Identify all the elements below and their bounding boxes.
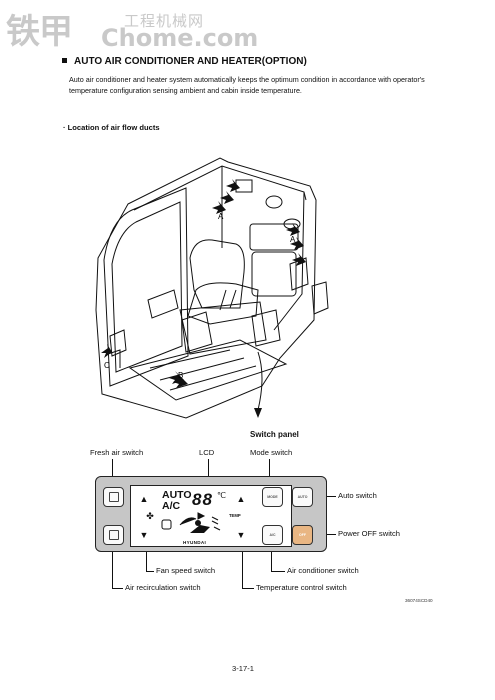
- lcd-vent-icon: [179, 512, 206, 526]
- figure-code: 36074SCD40: [405, 598, 433, 603]
- airflow-letter-a2: A: [290, 235, 296, 244]
- label-auto: Auto switch: [338, 491, 377, 500]
- mode-button[interactable]: MODE: [262, 487, 283, 507]
- section-description: Auto air conditioner and heater system a…: [69, 75, 425, 96]
- power-off-button[interactable]: OFF: [292, 525, 313, 545]
- switch-panel: ▲ ▼ ✤ AUTO A/C 88 ℃ ▲ ▼ TEMP MODE AUTO A…: [95, 476, 327, 552]
- watermark-small-text: 工程机械网: [124, 12, 205, 30]
- leader-recirc-vertical: [112, 544, 113, 589]
- watermark: 铁甲 Chome.com 工程机械网: [6, 4, 258, 52]
- fan-icon: ✤: [146, 511, 154, 521]
- auto-button[interactable]: AUTO: [292, 487, 313, 507]
- switch-panel-title: Switch panel: [250, 430, 299, 439]
- leader-ac-horizontal: [271, 571, 285, 572]
- temp-up-arrow-icon[interactable]: ▲: [236, 494, 246, 504]
- leader-lcd: [208, 459, 209, 487]
- leader-temp-horizontal: [242, 588, 254, 589]
- leader-temp-vertical: [242, 544, 243, 589]
- subheading: · Location of air flow ducts: [63, 123, 160, 132]
- label-mode: Mode switch: [250, 448, 293, 457]
- recirculation-button[interactable]: [103, 525, 124, 545]
- airflow-letter-c: C: [104, 361, 110, 370]
- page-number: 3-17-1: [232, 664, 254, 673]
- section-title: AUTO AIR CONDITIONER AND HEATER(OPTION): [62, 56, 307, 67]
- fresh-air-button[interactable]: [103, 487, 124, 507]
- airflow-letter-b: B: [178, 371, 183, 380]
- label-air-conditioner: Air conditioner switch: [287, 566, 359, 575]
- leader-mode: [269, 459, 270, 485]
- lcd-airflow-indicators: [161, 512, 221, 533]
- leader-recirc-horizontal: [112, 588, 123, 589]
- lcd-digits: 88: [192, 490, 213, 509]
- fan-down-arrow-icon[interactable]: ▼: [139, 530, 149, 540]
- leader-fan-vertical: [146, 544, 147, 572]
- lcd-recirc-icon: [161, 519, 172, 530]
- lcd-person-head-icon: [195, 520, 201, 526]
- temp-label: TEMP: [229, 513, 241, 518]
- fan-up-arrow-icon[interactable]: ▲: [139, 494, 149, 504]
- label-lcd: LCD: [199, 448, 215, 457]
- lcd-person-body-icon: [190, 525, 210, 533]
- ac-button[interactable]: A/C: [262, 525, 283, 545]
- lcd-auto-text: AUTO: [162, 489, 192, 501]
- cab-airflow-illustration: A A B C: [95, 157, 329, 419]
- watermark-big-text: 铁甲: [6, 12, 73, 52]
- airflow-letter-a1: A: [218, 212, 224, 221]
- brand-label: HYUNDAI: [183, 540, 207, 545]
- section-title-text: AUTO AIR CONDITIONER AND HEATER(OPTION): [74, 56, 307, 67]
- label-fresh-air: Fresh air switch: [90, 448, 144, 457]
- lcd-unit: ℃: [217, 491, 226, 500]
- lcd-defrost-icon: [211, 516, 221, 531]
- label-recirculation: Air recirculation switch: [125, 583, 201, 592]
- lcd-ac-text: A/C: [162, 500, 181, 512]
- leader-fresh-air: [112, 459, 113, 485]
- bullet-square-icon: [62, 58, 67, 63]
- leader-ac-vertical: [271, 544, 272, 572]
- label-power-off: Power OFF switch: [338, 529, 401, 538]
- leader-fan-horizontal: [146, 571, 154, 572]
- label-temperature: Temperature control switch: [256, 583, 347, 592]
- temp-down-arrow-icon[interactable]: ▼: [236, 530, 246, 540]
- label-fan-speed: Fan speed switch: [156, 566, 216, 575]
- watermark-url: Chome.com: [101, 24, 259, 52]
